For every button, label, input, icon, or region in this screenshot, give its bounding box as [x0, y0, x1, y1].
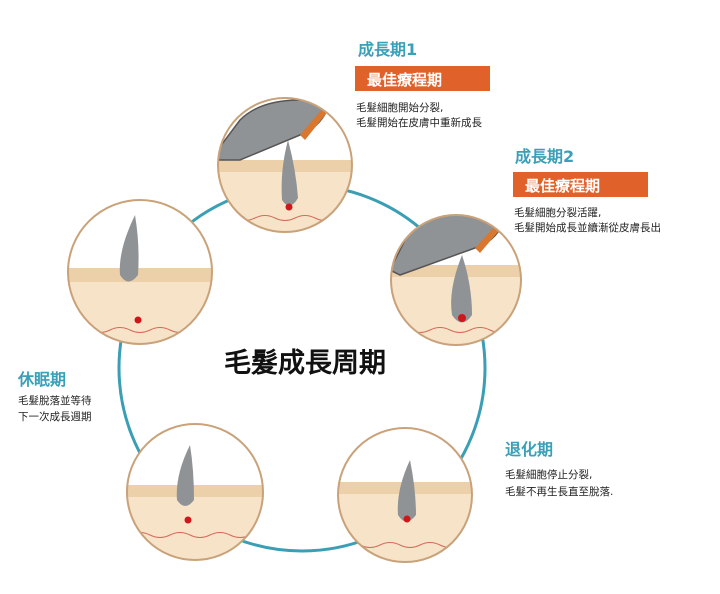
desc-anagen2-line1: 毛髮細胞分裂活躍, [514, 206, 601, 219]
stage-illustration-catagen [337, 427, 473, 563]
desc-catagen-line2: 毛髮不再生長直至脫落. [505, 485, 613, 498]
stage-illustration-anagen1 [217, 97, 353, 233]
follicle-dot [403, 515, 411, 523]
stage-name-anagen2: 成長期2 [515, 147, 574, 166]
hair-icon [281, 140, 298, 206]
stage-illustration-anagen2 [390, 214, 522, 346]
stage-name-catagen: 退化期 [505, 440, 553, 459]
hair-icon [119, 215, 139, 282]
stage-name-telogen: 休眠期 [17, 370, 66, 389]
follicle-dot [134, 316, 142, 324]
stage-name-anagen1: 成長期1 [358, 40, 417, 59]
desc-catagen-line1: 毛髮細胞停止分裂, [505, 468, 592, 481]
desc-anagen1-line2: 毛髮開始在皮膚中重新成長 [356, 116, 482, 129]
desc-telogen-line1: 毛髮脫落並等待 [18, 394, 92, 407]
stage-illustration-shedding [67, 199, 213, 345]
diagram-title: 毛髮成長周期 [224, 348, 386, 379]
badge-anagen1 [355, 66, 490, 91]
hair-icon [451, 255, 472, 323]
follicle-dot [285, 203, 293, 211]
badge-anagen2 [513, 172, 648, 197]
desc-anagen2-line2: 毛髮開始成長並續漸從皮膚長出 [514, 221, 661, 234]
hair-icon [176, 445, 194, 506]
desc-anagen1-line1: 毛髮細胞開始分裂, [356, 101, 443, 114]
badge-text-anagen1: 最佳療程期 [367, 71, 442, 89]
hair-icon [397, 460, 416, 522]
follicle-dot [184, 516, 192, 524]
follicle-dot [458, 314, 466, 322]
badge-text-anagen2: 最佳療程期 [525, 177, 600, 195]
stage-illustration-telogen [126, 423, 264, 561]
desc-telogen-line2: 下一次成長週期 [18, 410, 92, 423]
